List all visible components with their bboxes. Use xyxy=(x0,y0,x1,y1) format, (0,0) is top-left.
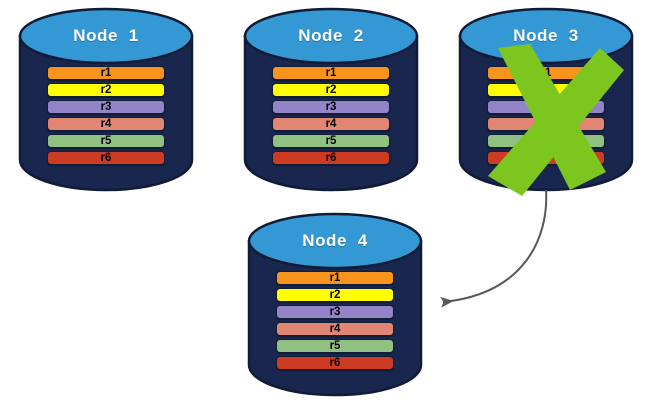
row-label: r2 xyxy=(540,84,552,96)
row-label: r1 xyxy=(100,67,112,79)
row-label: r1 xyxy=(329,272,341,284)
row-bar[interactable]: r5 xyxy=(272,134,390,148)
node-cylinder-1[interactable]: Node 1 r1 r2 r3 r4 r5 r6 xyxy=(18,6,194,192)
row-bar[interactable]: r6 xyxy=(487,151,605,165)
row-bar[interactable]: r4 xyxy=(276,322,394,336)
node-rows-4: r1 r2 r3 r4 r5 r6 xyxy=(247,271,423,373)
row-bar[interactable]: r1 xyxy=(47,66,165,80)
row-label: r1 xyxy=(325,67,337,79)
row-bar[interactable]: r2 xyxy=(487,83,605,97)
row-bar[interactable]: r4 xyxy=(272,117,390,131)
row-label: r4 xyxy=(325,118,337,130)
node-rows-3: r1 r2 r3 r4 r5 r6 xyxy=(458,66,634,168)
row-label: r3 xyxy=(325,101,337,113)
row-label: r4 xyxy=(329,323,341,335)
row-bar[interactable]: r4 xyxy=(47,117,165,131)
node-rows-2: r1 r2 r3 r4 r5 r6 xyxy=(243,66,419,168)
row-bar[interactable]: r2 xyxy=(276,288,394,302)
row-label: r3 xyxy=(540,101,552,113)
row-bar[interactable]: r3 xyxy=(272,100,390,114)
node-cylinder-2[interactable]: Node 2 r1 r2 r3 r4 r5 r6 xyxy=(243,6,419,192)
row-bar[interactable]: r2 xyxy=(47,83,165,97)
row-label: r6 xyxy=(540,152,552,164)
row-bar[interactable]: r2 xyxy=(272,83,390,97)
row-bar[interactable]: r6 xyxy=(47,151,165,165)
row-label: r6 xyxy=(329,357,341,369)
row-label: r6 xyxy=(100,152,112,164)
row-bar[interactable]: r6 xyxy=(276,356,394,370)
row-label: r5 xyxy=(540,135,552,147)
row-label: r2 xyxy=(325,84,337,96)
node-rows-1: r1 r2 r3 r4 r5 r6 xyxy=(18,66,194,168)
row-bar[interactable]: r3 xyxy=(47,100,165,114)
row-label: r5 xyxy=(329,340,341,352)
row-bar[interactable]: r1 xyxy=(487,66,605,80)
row-label: r1 xyxy=(540,67,552,79)
row-label: r3 xyxy=(100,101,112,113)
row-bar[interactable]: r3 xyxy=(276,305,394,319)
row-label: r3 xyxy=(329,306,341,318)
row-bar[interactable]: r1 xyxy=(276,271,394,285)
row-label: r5 xyxy=(100,135,112,147)
row-bar[interactable]: r1 xyxy=(272,66,390,80)
row-bar[interactable]: r5 xyxy=(276,339,394,353)
failover-arrow-path xyxy=(440,189,548,308)
node-cylinder-3[interactable]: Node 3 r1 r2 r3 r4 r5 r6 xyxy=(458,6,634,196)
row-bar[interactable]: r4 xyxy=(487,117,605,131)
row-bar[interactable]: r5 xyxy=(487,134,605,148)
row-label: r2 xyxy=(100,84,112,96)
row-bar[interactable]: r6 xyxy=(272,151,390,165)
row-label: r2 xyxy=(329,289,341,301)
row-bar[interactable]: r3 xyxy=(487,100,605,114)
row-label: r4 xyxy=(100,118,112,130)
row-label: r4 xyxy=(540,118,552,130)
node-cylinder-4[interactable]: Node 4 r1 r2 r3 r4 r5 r6 xyxy=(247,211,423,397)
row-label: r6 xyxy=(325,152,337,164)
row-bar[interactable]: r5 xyxy=(47,134,165,148)
row-label: r5 xyxy=(325,135,337,147)
